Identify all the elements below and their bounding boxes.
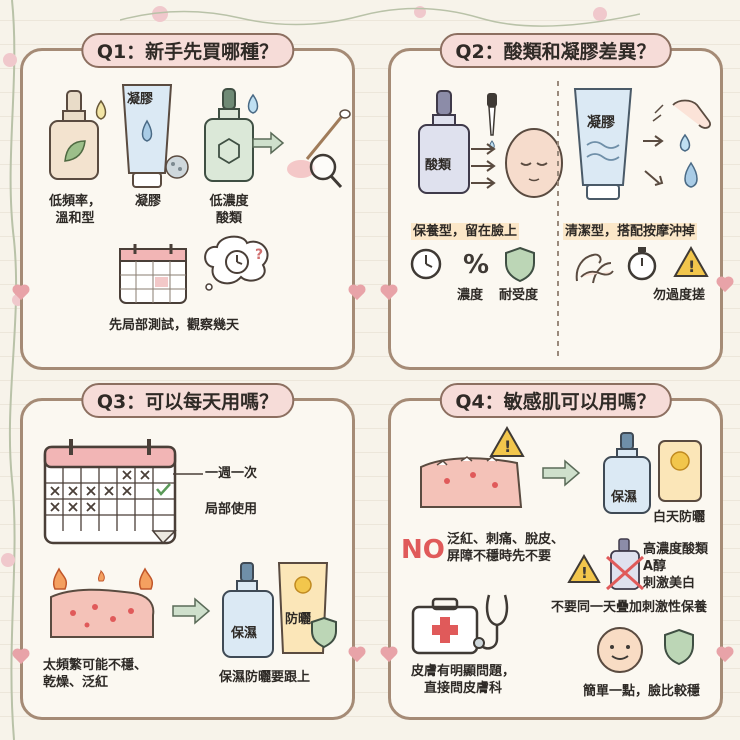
see-dermatologist-label: 皮膚有明顯問題， 直接問皮膚科 [411, 664, 516, 696]
first-aid-stethoscope-icon [411, 594, 509, 655]
washing-hands-water-icon [643, 99, 711, 188]
gel-blob-icon [165, 155, 189, 179]
calendar-icon [119, 244, 187, 304]
weekly-label: 一週一次 [205, 466, 258, 481]
panel-q2: Q2：酸類和凝膠差異？ 酸類 凝膠 保養型，留在臉上 清潔型，搭 [388, 33, 723, 370]
low-acid-bottle-icon [204, 88, 254, 182]
shield-icon [311, 616, 337, 649]
arrow-right-icon [542, 459, 581, 487]
clock-icon [410, 248, 442, 280]
arrow-right-icon [252, 131, 285, 155]
keep-simple-label: 簡單一點，臉比較穩 [583, 684, 701, 699]
drop-icon [247, 93, 259, 114]
arrows-to-face-icon [471, 143, 496, 189]
concentration-label: 濃度 [457, 288, 484, 303]
cotton-swab-magnifier-icon [287, 109, 351, 189]
too-often-label: 太頻繁可能不穩、 乾燥、泛紅 [43, 658, 148, 690]
shield-icon [505, 246, 535, 283]
q4-title: Q4：敏感肌可以用嗎？ [439, 383, 672, 418]
no-label: NO [401, 535, 445, 565]
symptoms-label: 泛紅、刺痛、脫皮、 屏障不穩時先不要 [447, 532, 565, 564]
svg-text:!: ! [504, 437, 511, 456]
cleansing-gel-tube-icon [573, 88, 633, 200]
tube-label-gel-q2: 凝膠 [587, 115, 615, 131]
warning-icon: ! [489, 425, 525, 457]
moisturizer-bottle-icon [603, 432, 651, 514]
local-use-label: 局部使用 [205, 502, 258, 517]
gel-tube-icon [121, 84, 173, 188]
panel-q3: Q3：可以每天用嗎？ 一週一次 局部使用 太頻繁可能不穩、 乾燥、泛紅 [20, 383, 355, 720]
moisturize-label-q4: 保濕 [611, 490, 638, 505]
svg-text:?: ? [255, 247, 263, 263]
floral-decoration-top [120, 6, 640, 27]
moisturize-bottle-label: 保濕 [231, 626, 258, 641]
q2-title: Q2：酸類和凝膠差異？ [439, 33, 672, 68]
svg-text:!: ! [688, 257, 695, 276]
low-acid-label: 低濃度 酸類 [209, 194, 249, 226]
pointer-line [173, 473, 203, 475]
panel-q4: Q4：敏感肌可以用嗎？ ! 保濕 白天防曬 NO 泛紅、刺痛、脫皮、 屏障不穩時… [388, 383, 723, 720]
weekly-calendar-icon [43, 439, 177, 545]
irritated-skin-fire-icon [50, 567, 155, 638]
patch-test-label: 先局部測試，觀察幾天 [109, 318, 240, 333]
gentle-serum-bottle-icon [49, 90, 99, 180]
svg-text:%: % [463, 250, 489, 280]
acid-bottle-icon [418, 90, 470, 194]
tube-label-gel: 凝膠 [127, 92, 154, 107]
clock-thought-bubble-icon: ? [204, 235, 269, 291]
sunscreen-tube-label: 防曬 [285, 612, 312, 627]
panel-q1: Q1：新手先買哪種？ 低頻率， 溫和型 凝膠 凝膠 低濃度 酸類 [20, 33, 355, 370]
whitening-label: 刺激美白 [643, 576, 696, 591]
stopwatch-icon [627, 247, 657, 281]
shield-icon [664, 628, 694, 666]
acid-bottle-label: 酸類 [425, 158, 452, 173]
divider-dashed [557, 81, 559, 361]
moisturizer-bottle-icon [222, 562, 274, 658]
daytime-sunscreen-label: 白天防曬 [653, 510, 706, 525]
calm-face-icon [597, 627, 643, 673]
drop-icon [95, 99, 107, 120]
svg-text:!: ! [581, 564, 588, 582]
gel-label: 凝膠 [134, 194, 161, 209]
overuse-label: 勿過度搓 [653, 288, 706, 303]
q1-title: Q1：新手先買哪種？ [80, 33, 295, 68]
arrow-right-icon [172, 597, 211, 625]
follow-up-label: 保濕防曬要跟上 [219, 670, 311, 685]
crossed-out-bottle-icon [606, 538, 644, 591]
tolerance-label: 耐受度 [499, 288, 539, 303]
retinol-label: A醇 [643, 559, 667, 574]
high-acid-label: 高濃度酸類 [643, 542, 709, 557]
percent-icon: % [463, 250, 489, 280]
q3-title: Q3：可以每天用嗎？ [80, 383, 295, 418]
sunscreen-tube-icon [658, 440, 702, 502]
leave-on-caption: 保養型，留在臉上 [411, 223, 520, 240]
low-freq-label: 低頻率， 溫和型 [48, 194, 101, 226]
warning-icon: ! [673, 245, 709, 277]
warning-icon: ! [567, 553, 601, 583]
no-stacking-label: 不要同一天疊加刺激性保養 [551, 600, 708, 615]
face-icon [505, 128, 563, 198]
floral-decoration-left [1, 0, 24, 740]
wash-off-caption: 清潔型，搭配按摩沖掉 [563, 223, 698, 240]
rubbing-hands-icon [575, 253, 614, 284]
